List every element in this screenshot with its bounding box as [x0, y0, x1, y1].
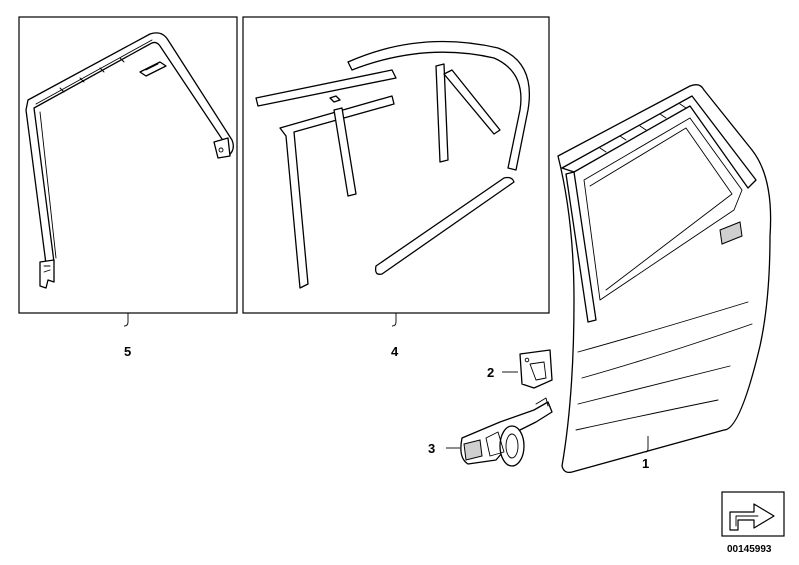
callout-2: 2 — [487, 365, 494, 380]
part-4-leader — [391, 313, 397, 327]
callout-5: 5 — [124, 344, 131, 359]
part-1-leader — [645, 436, 649, 453]
callout-1: 1 — [642, 456, 649, 471]
arrow-badge-icon — [721, 491, 785, 537]
callout-3: 3 — [428, 441, 435, 456]
part-4-trim-set[interactable] — [255, 40, 531, 289]
part-3-check-strap[interactable] — [460, 397, 553, 467]
part-5-window-guide[interactable] — [25, 32, 234, 289]
part-5-frame — [18, 16, 238, 314]
callout-4: 4 — [391, 344, 399, 359]
part-1-door[interactable] — [557, 84, 772, 474]
part-5-group: 5 — [18, 16, 238, 359]
reference-number: 00145993 — [727, 544, 772, 555]
part-2-plate[interactable] — [519, 349, 553, 389]
part-5-leader — [123, 313, 129, 327]
part-4-group: 4 — [242, 16, 550, 359]
